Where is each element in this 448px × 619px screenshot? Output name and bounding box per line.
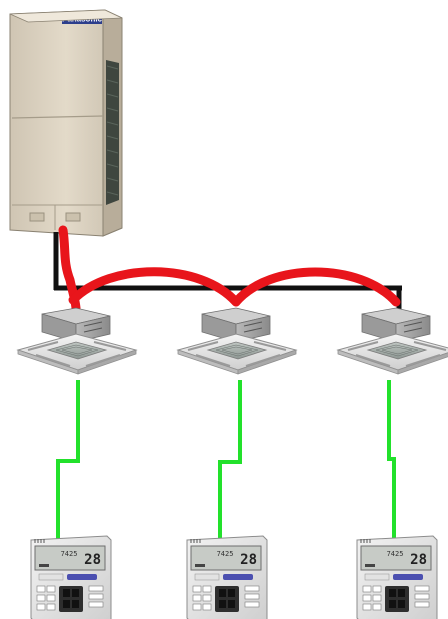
remote-controller-1: 28 7425	[30, 535, 112, 619]
controller-1-display-small: 7425	[61, 550, 78, 558]
controller-wire-2	[218, 380, 242, 538]
indoor-unit-2	[177, 307, 297, 375]
controller-wire-1	[56, 380, 80, 540]
controller-wire-3	[387, 380, 396, 540]
controller-3-display-value: 28	[410, 552, 427, 568]
controller-wires	[56, 380, 396, 540]
refrigerant-pipe-arc-1	[68, 267, 241, 307]
remote-controller-2: 28 7425	[186, 535, 268, 619]
indoor-unit-1	[17, 307, 137, 375]
controller-2-display-small: 7425	[217, 550, 234, 558]
refrigerant-pipe-arc-2	[231, 267, 401, 307]
controller-2-display-value: 28	[240, 552, 257, 568]
controller-1-display-value: 28	[84, 552, 101, 568]
remote-controller-3: 28 7425	[356, 535, 438, 619]
side-vent	[106, 60, 119, 205]
refrigerant-pipes	[58, 225, 401, 313]
outdoor-unit: Panasonic	[9, 9, 123, 237]
controller-3-display-small: 7425	[387, 550, 404, 558]
indoor-unit-3	[337, 307, 448, 375]
